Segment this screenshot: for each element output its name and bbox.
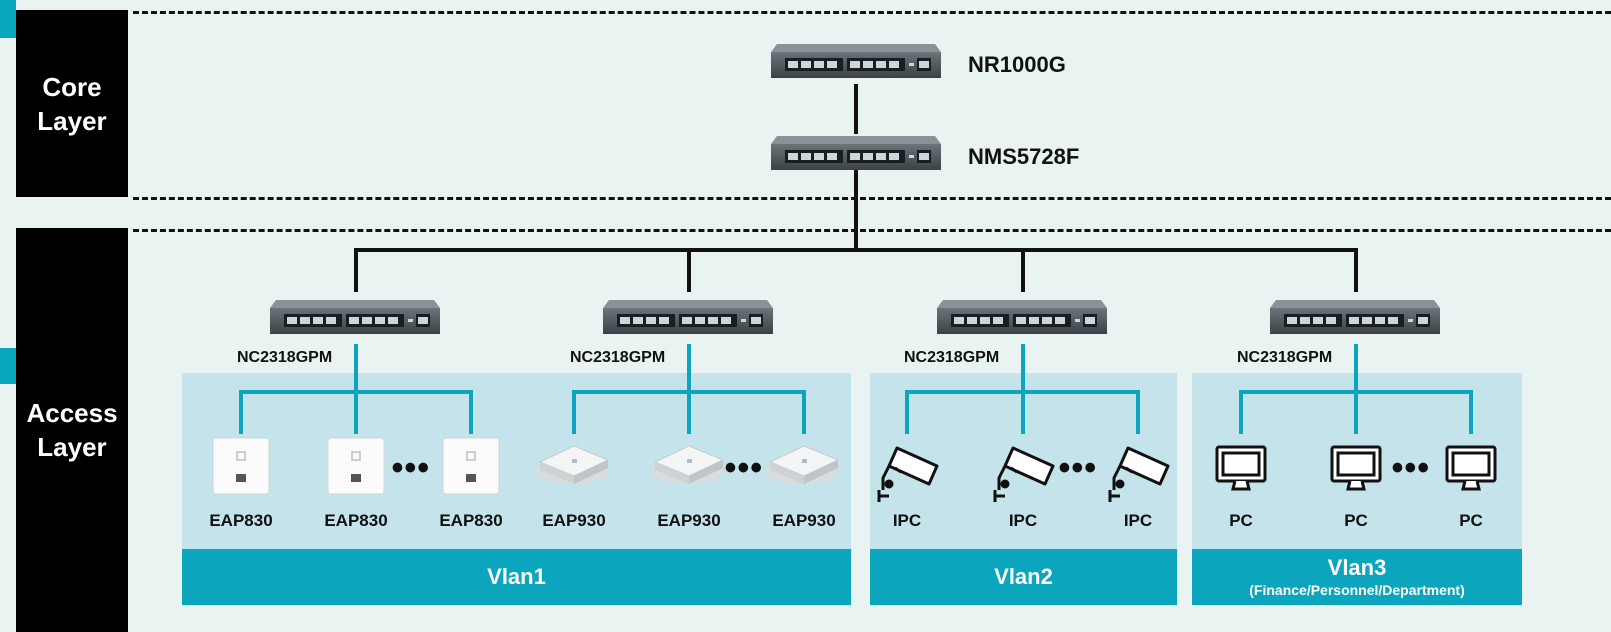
access-switch-4-label: NC2318GPM bbox=[1237, 349, 1333, 366]
vlan2-name: Vlan2 bbox=[994, 564, 1053, 589]
core-layer-label-line2: Layer bbox=[37, 105, 107, 136]
access-layer-label-line2: Layer bbox=[37, 432, 107, 462]
core-switch-device-icon bbox=[771, 136, 941, 170]
device-label: IPC bbox=[1008, 511, 1038, 530]
ellipsis-more-devices: ••• bbox=[391, 449, 431, 487]
device-label: EAP930 bbox=[657, 511, 721, 530]
device-label: PC bbox=[1229, 511, 1253, 530]
ellipsis-more-devices: ••• bbox=[724, 449, 764, 487]
core-layer-label-line1: Core bbox=[42, 71, 102, 102]
wall-plate-ap-icon bbox=[442, 437, 500, 495]
access-accent-bar bbox=[0, 348, 16, 384]
vlan2-bar: Vlan2 bbox=[870, 549, 1177, 605]
vlan1-bar: Vlan1 bbox=[182, 549, 851, 605]
device-label: IPC bbox=[892, 511, 922, 530]
device-label: IPC bbox=[1123, 511, 1153, 530]
security-camera-icon bbox=[1108, 446, 1170, 504]
device-label: EAP930 bbox=[772, 511, 836, 530]
wall-plate-ap-icon bbox=[327, 437, 385, 495]
security-camera-icon bbox=[993, 446, 1055, 504]
device-label: PC bbox=[1344, 511, 1368, 530]
access-switch-3-icon bbox=[937, 300, 1107, 334]
core-top-divider bbox=[133, 11, 1611, 14]
ellipsis-more-devices: ••• bbox=[1058, 449, 1098, 487]
device-label: PC bbox=[1459, 511, 1483, 530]
access-layer-label-line1: Access bbox=[26, 398, 118, 428]
router-device-icon bbox=[771, 44, 941, 78]
vlan1-name: Vlan1 bbox=[487, 564, 546, 589]
access-switch-1-icon bbox=[270, 300, 440, 334]
vlan3-subtitle: (Finance/Personnel/Department) bbox=[1249, 582, 1465, 598]
access-switch-2-label: NC2318GPM bbox=[570, 349, 666, 366]
ceiling-ap-icon bbox=[649, 445, 725, 485]
monitor-icon bbox=[1330, 445, 1382, 491]
access-switch-1-label: NC2318GPM bbox=[237, 349, 333, 366]
access-switch-3-label: NC2318GPM bbox=[904, 349, 1000, 366]
device-label: EAP930 bbox=[542, 511, 606, 530]
vlan3-name: Vlan3 bbox=[1327, 555, 1387, 580]
access-switch-4-icon bbox=[1270, 300, 1440, 334]
device-label: EAP830 bbox=[324, 511, 388, 530]
access-top-divider bbox=[133, 229, 1611, 232]
router-label: NR1000G bbox=[968, 52, 1066, 77]
core-switch-label: NMS5728F bbox=[968, 144, 1080, 169]
core-accent-bar bbox=[0, 0, 16, 38]
ceiling-ap-icon bbox=[764, 445, 840, 485]
monitor-icon bbox=[1445, 445, 1497, 491]
core-bottom-divider bbox=[133, 197, 1611, 200]
device-label: EAP830 bbox=[209, 511, 273, 530]
vlan3-bar: Vlan3 (Finance/Personnel/Department) bbox=[1192, 549, 1522, 605]
ellipsis-more-devices: ••• bbox=[1391, 449, 1431, 487]
security-camera-icon bbox=[877, 446, 939, 504]
wall-plate-ap-icon bbox=[212, 437, 270, 495]
ceiling-ap-icon bbox=[534, 445, 610, 485]
device-label: EAP830 bbox=[439, 511, 503, 530]
access-switch-2-icon bbox=[603, 300, 773, 334]
monitor-icon bbox=[1215, 445, 1267, 491]
